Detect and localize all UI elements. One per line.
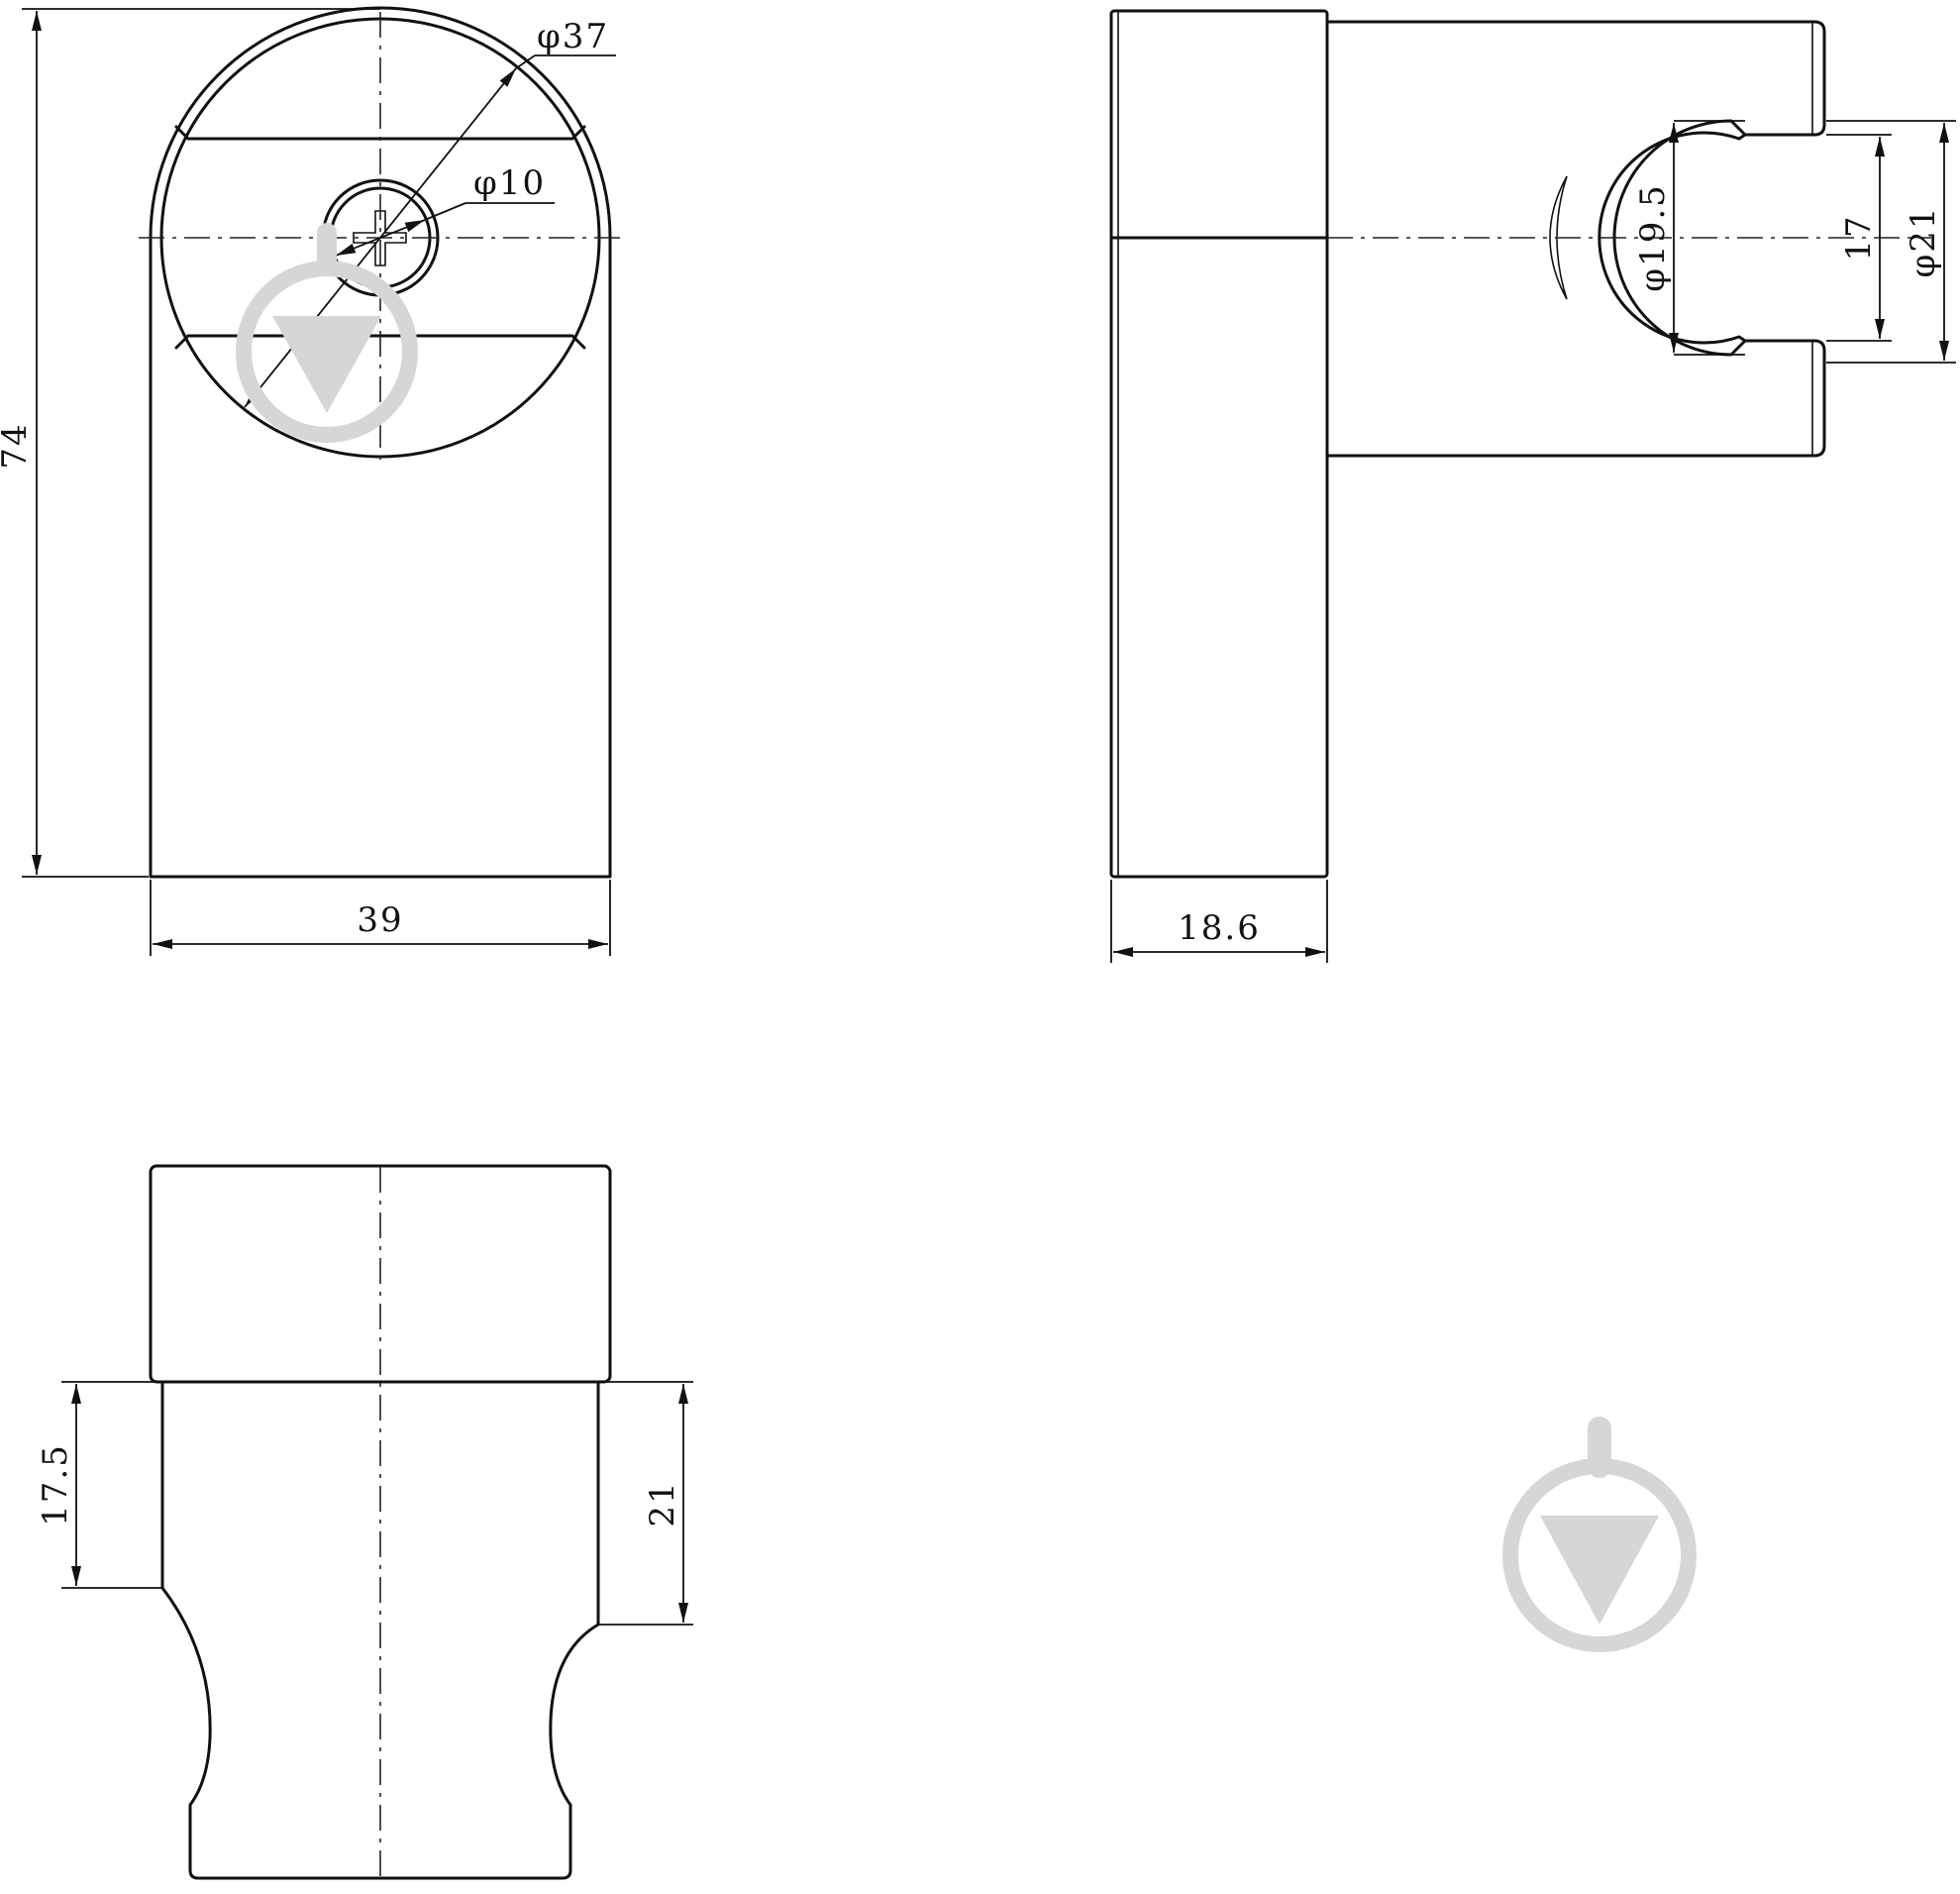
phi21-label: φ21 — [1904, 205, 1943, 277]
phi10-dim-line — [335, 219, 426, 257]
wall-plate-outline — [1109, 9, 1329, 879]
rosette-top-slot-left — [174, 125, 190, 141]
front-view: φ37 φ10 74 39 — [0, 6, 620, 956]
phi10-leader — [424, 202, 466, 221]
phi37-label: φ37 — [537, 17, 609, 56]
width-label: 39 — [357, 900, 403, 940]
logo-watermark-icon — [236, 223, 418, 443]
opening-label: 17 — [1839, 214, 1879, 261]
front-body-outline — [149, 6, 612, 879]
logo-watermark-icon — [1502, 1417, 1697, 1652]
phi10-label: φ10 — [473, 163, 546, 203]
top-cap-outline — [149, 1164, 612, 1384]
socket-left-label: 17.5 — [36, 1443, 75, 1526]
side-view: 18.6 φ19.5 17 φ21 — [1109, 9, 1956, 963]
top-body-outline — [160, 1380, 600, 1880]
height-label: 74 — [0, 422, 35, 469]
clip-arm-outline — [1325, 20, 1826, 458]
socket-right-label: 21 — [643, 1480, 682, 1526]
top-view: 17.5 21 — [36, 1164, 693, 1882]
rosette-top-slot — [186, 125, 586, 141]
phi37-leader — [515, 54, 536, 69]
depth-label: 18.6 — [1178, 908, 1261, 948]
clip-inner-arc — [1598, 131, 1747, 345]
clip-groove — [1549, 175, 1568, 300]
rosette-bottom-slot-left — [174, 334, 190, 350]
phi195-label: φ19.5 — [1633, 183, 1673, 292]
